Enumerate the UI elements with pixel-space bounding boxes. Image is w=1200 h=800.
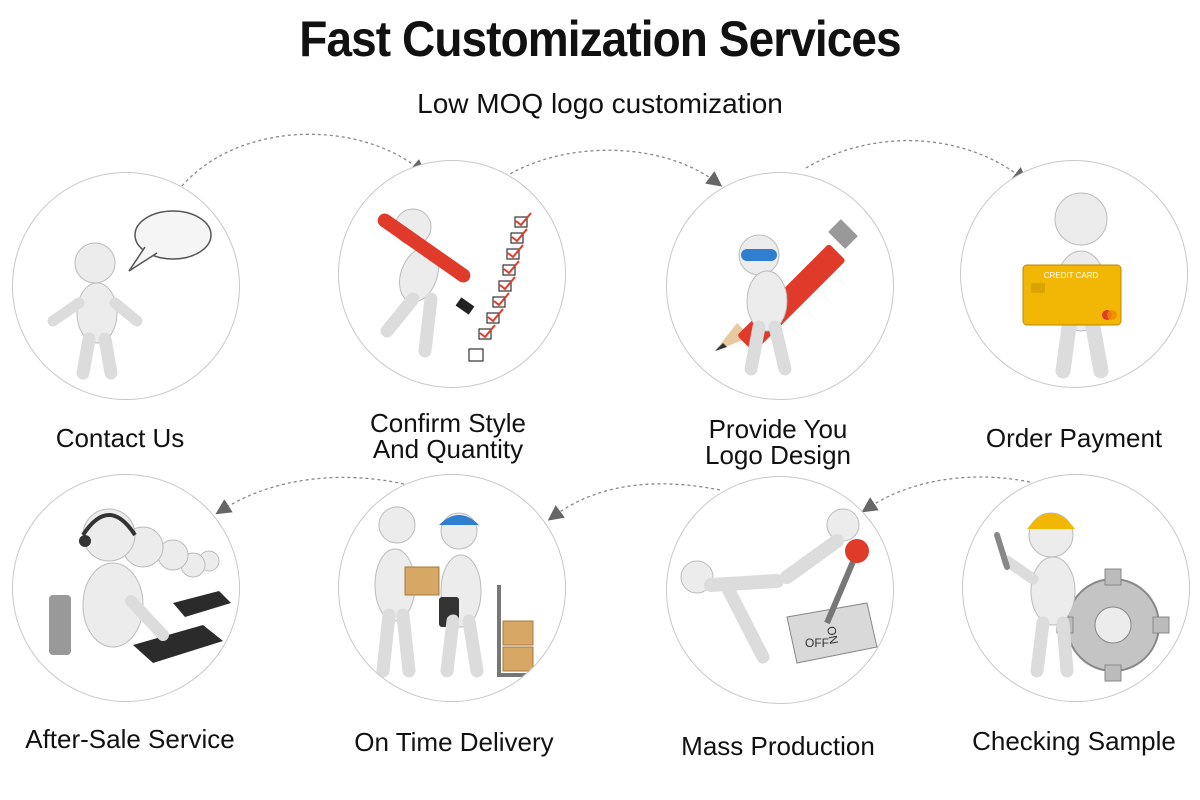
switch-off-label: OFF <box>805 636 829 650</box>
step-order-payment: CREDIT CARD <box>960 160 1188 388</box>
gear-wrench-figure-icon <box>994 512 1170 682</box>
label-on-time-delivery: On Time Delivery <box>354 727 554 757</box>
step-mass-production: ON OFF <box>666 476 894 704</box>
label-order-payment: Order Payment <box>985 423 1163 453</box>
label-confirm-style: Confirm Style And Quantity <box>369 408 527 464</box>
step-on-time-delivery <box>338 474 566 702</box>
card-text: CREDIT CARD <box>1044 271 1099 280</box>
label-logo-design: Provide You Logo Design <box>705 414 851 470</box>
arrow-3-to-4 <box>805 140 1029 183</box>
step-checking-sample <box>962 474 1190 702</box>
page-title: Fast Customization Services <box>299 11 901 67</box>
label-checking-sample: Checking Sample <box>972 726 1176 756</box>
page-subtitle: Low MOQ logo customization <box>417 88 783 119</box>
call-center-figure-icon <box>49 508 231 663</box>
arrow-6-to-7 <box>547 483 721 521</box>
delivery-figure-icon <box>374 506 539 678</box>
step-logo-design <box>666 172 894 400</box>
step-contact-us <box>12 172 240 400</box>
checklist-pen-figure-icon <box>377 208 532 362</box>
step-after-sale-service <box>12 474 240 702</box>
label-after-sale-service: After-Sale Service <box>25 724 235 754</box>
lever-switch-figure-icon: ON OFF <box>680 508 878 664</box>
label-contact-us: Contact Us <box>55 423 185 453</box>
step-confirm-style <box>338 160 566 388</box>
arrow-1-to-2 <box>181 133 426 187</box>
credit-card-figure-icon: CREDIT CARD <box>1022 192 1122 379</box>
switch-on-label: ON <box>824 625 841 645</box>
arrow-2-to-3 <box>499 149 723 187</box>
label-mass-production: Mass Production <box>681 731 875 761</box>
pencil-figure-icon <box>715 219 858 376</box>
speech-bubble-figure-icon <box>47 210 212 380</box>
